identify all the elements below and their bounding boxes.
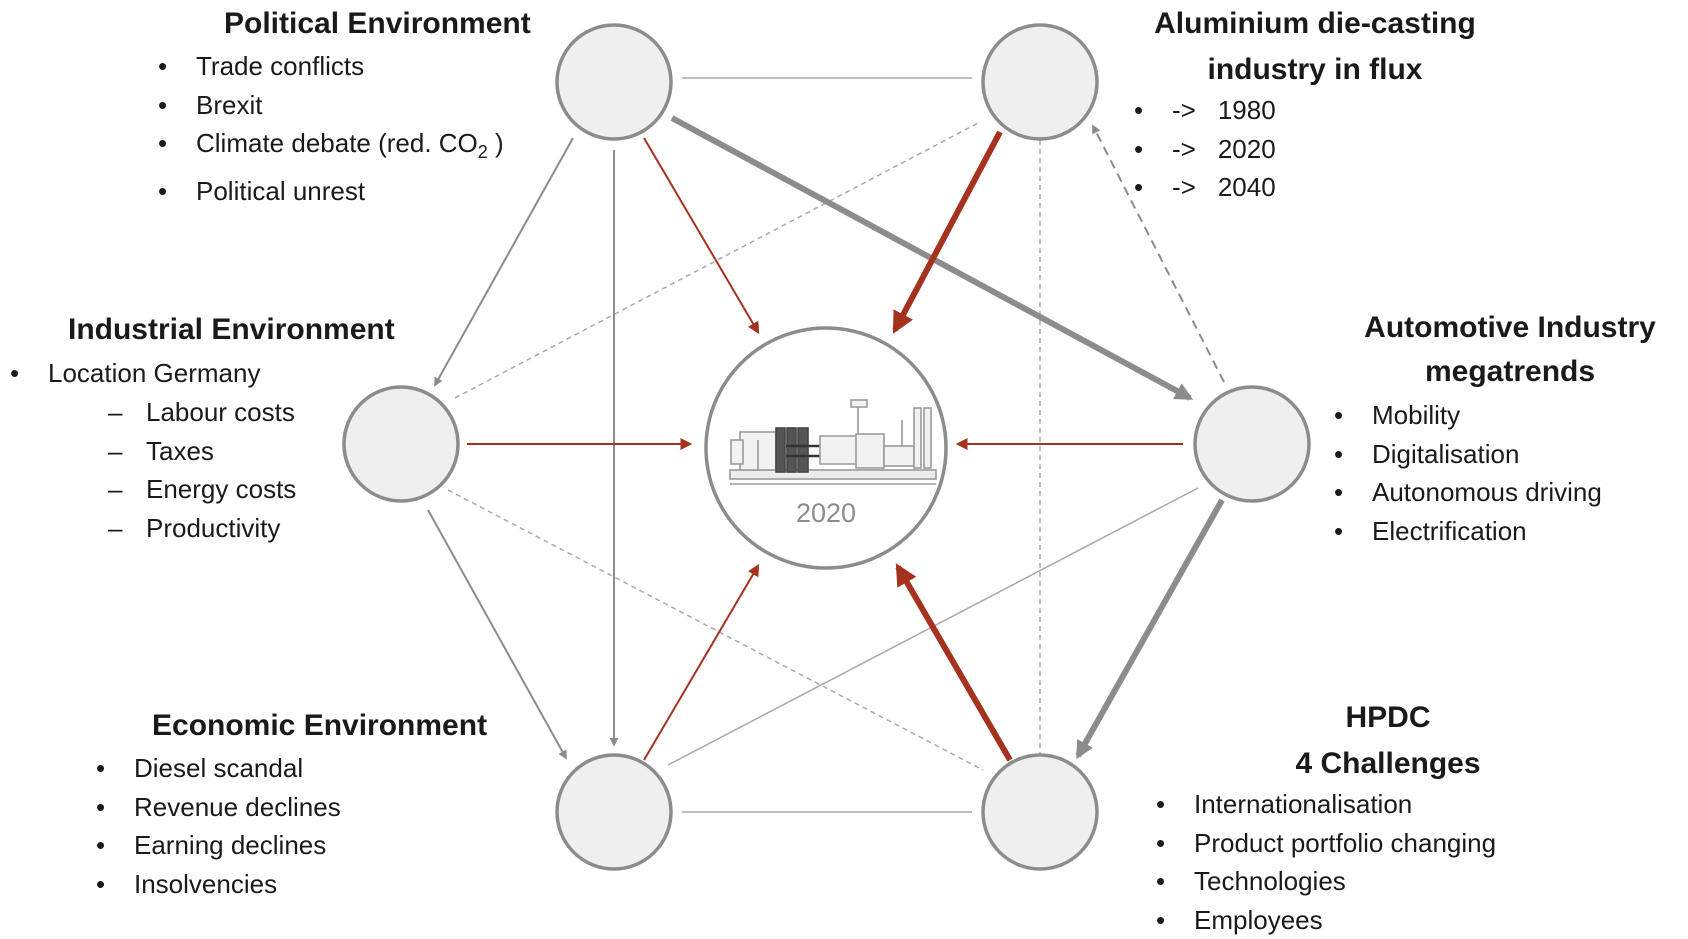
node-economic: [557, 755, 671, 869]
arrow-text-icon: ->: [1172, 91, 1196, 130]
bullet-icon: •: [1156, 862, 1165, 901]
sub-list-item: –Labour costs: [146, 393, 296, 432]
industrial-title: Industrial Environment: [68, 310, 395, 350]
automotive-title-line1: Automotive Industry: [1340, 308, 1680, 348]
sub-list-item: –Energy costs: [146, 470, 296, 509]
node-hpdc: [983, 755, 1097, 869]
bullet-icon: •: [1134, 168, 1143, 207]
bullet-icon: •: [1334, 512, 1343, 551]
list-item: •Autonomous driving: [1372, 473, 1602, 512]
hpdc-title-line1: HPDC: [1238, 698, 1538, 738]
automotive-title-block: Automotive Industry megatrends: [1340, 308, 1680, 392]
list-item: •->2020: [1172, 130, 1276, 169]
dash-icon: –: [108, 509, 122, 548]
automotive-title-line2: megatrends: [1340, 352, 1680, 392]
arrow-aluminium-hub-thick: [895, 132, 1000, 330]
industrial-list: •Location Germany: [48, 354, 260, 393]
industrial-sublist: –Labour costs –Taxes –Energy costs –Prod…: [146, 393, 296, 547]
hub-year-label: 2020: [766, 498, 886, 529]
industrial-block: Industrial Environment: [68, 310, 395, 350]
aluminium-title-line1: Aluminium die-casting: [1140, 4, 1490, 44]
bullet-icon: •: [158, 47, 167, 86]
arrow-political-hub: [644, 138, 758, 332]
bullet-icon: •: [1334, 435, 1343, 474]
bullet-icon: •: [1334, 396, 1343, 435]
list-item: •Revenue declines: [134, 788, 341, 827]
dash-icon: –: [108, 393, 122, 432]
arrow-economic-hub: [644, 566, 758, 760]
hpdc-list: •Internationalisation •Product portfolio…: [1194, 785, 1496, 939]
list-item: •->2040: [1172, 168, 1276, 207]
arrow-text-icon: ->: [1172, 130, 1196, 169]
bullet-icon: •: [96, 749, 105, 788]
list-item: •Diesel scandal: [134, 749, 341, 788]
bullet-icon: •: [1134, 130, 1143, 169]
arrow-hpdc-hub-thick: [898, 567, 1010, 760]
list-item: •Technologies: [1194, 862, 1496, 901]
aluminium-list: •->1980 •->2020 •->2040: [1172, 91, 1276, 207]
list-item: •Digitalisation: [1372, 435, 1602, 474]
list-item: •Insolvencies: [134, 865, 341, 904]
aluminium-title-line2: industry in flux: [1140, 50, 1490, 90]
economic-block: Economic Environment: [152, 706, 487, 746]
node-aluminium: [983, 25, 1097, 139]
hpdc-title-line2: 4 Challenges: [1238, 744, 1538, 784]
hpdc-title-block: HPDC 4 Challenges: [1238, 698, 1538, 784]
aluminium-title-block: Aluminium die-casting industry in flux: [1140, 4, 1490, 90]
list-item: •Trade conflicts: [196, 47, 504, 86]
hub: [706, 328, 946, 568]
node-industrial: [344, 387, 458, 501]
list-item: •Internationalisation: [1194, 785, 1496, 824]
bullet-icon: •: [158, 172, 167, 211]
economic-title: Economic Environment: [152, 706, 487, 746]
sub-list-item: –Productivity: [146, 509, 296, 548]
co2-subscript: 2: [478, 142, 488, 162]
automotive-list: •Mobility •Digitalisation •Autonomous dr…: [1372, 396, 1602, 550]
node-political: [557, 25, 671, 139]
bullet-icon: •: [10, 354, 19, 393]
bullet-icon: •: [1334, 473, 1343, 512]
dash-icon: –: [108, 470, 122, 509]
list-item: •Climate debate (red. CO2 ): [196, 124, 504, 172]
sub-list-item: –Taxes: [146, 432, 296, 471]
bullet-icon: •: [1156, 785, 1165, 824]
bullet-icon: •: [96, 788, 105, 827]
list-item: •->1980: [1172, 91, 1276, 130]
node-automotive: [1195, 387, 1309, 501]
economic-list: •Diesel scandal •Revenue declines •Earni…: [134, 749, 341, 903]
list-item: •Employees: [1194, 901, 1496, 939]
list-item: •Political unrest: [196, 172, 504, 211]
arrow-text-icon: ->: [1172, 168, 1196, 207]
bullet-icon: •: [1156, 824, 1165, 863]
bullet-icon: •: [96, 826, 105, 865]
political-block: Political Environment: [224, 4, 531, 44]
list-item: •Location Germany: [48, 354, 260, 393]
list-item: •Mobility: [1372, 396, 1602, 435]
bullet-icon: •: [158, 124, 167, 163]
list-item: •Brexit: [196, 86, 504, 125]
dash-icon: –: [108, 432, 122, 471]
list-item: •Earning declines: [134, 826, 341, 865]
bullet-icon: •: [158, 86, 167, 125]
bullet-icon: •: [1134, 91, 1143, 130]
list-item: •Product portfolio changing: [1194, 824, 1496, 863]
bullet-icon: •: [1156, 901, 1165, 939]
list-item: •Electrification: [1372, 512, 1602, 551]
bullet-icon: •: [96, 865, 105, 904]
arrow-automotive-hpdc-thick: [1078, 500, 1222, 756]
political-title: Political Environment: [224, 4, 531, 44]
political-list: •Trade conflicts •Brexit •Climate debate…: [196, 47, 504, 210]
